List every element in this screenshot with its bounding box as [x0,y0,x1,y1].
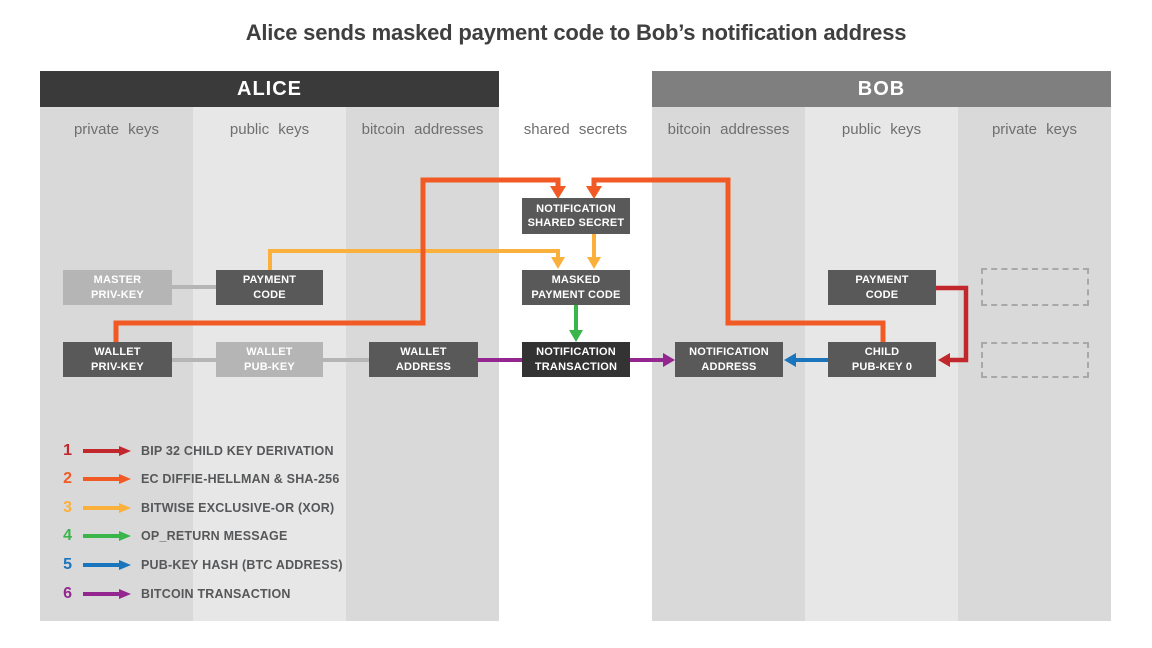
arrow-tx-head [663,353,675,367]
legend-label-1: BIP 32 CHILD KEY DERIVATION [141,444,334,458]
box-bob-hidden-priv-key-1 [981,268,1089,306]
box-masked-payment-code: MASKED PAYMENT CODE [522,270,630,305]
legend-number-3: 3 [63,499,72,516]
legend-number-1: 1 [63,442,72,459]
box-notification-address: NOTIFICATION ADDRESS [675,342,783,377]
arrow-pubkey-hash-head [784,353,796,367]
box-wallet-address: WALLET ADDRESS [369,342,478,377]
box-notification-transaction-line1: NOTIFICATION [536,346,616,359]
box-wallet-pub-key-line2: PUB-KEY [244,360,295,373]
shared-secrets-label: shared secrets [523,120,628,138]
bob-private-keys-label: private keys [991,120,1078,138]
box-notification-transaction: NOTIFICATION TRANSACTION [522,342,630,377]
alice-public-keys-label: public keys [229,120,310,138]
box-master-priv-key-line2: PRIV-KEY [91,288,144,301]
legend-arrow-yellow-icon [83,503,131,513]
arrow-bip32-head [938,353,950,367]
box-notification-shared-secret-line1: NOTIFICATION [536,202,616,215]
box-wallet-priv-key-line2: PRIV-KEY [91,360,144,373]
legend-number-6: 6 [63,585,72,602]
bob-header-label: BOB [857,77,906,100]
legend-item-ecdh: 2 EC DIFFIE-HELLMAN & SHA-256 [50,469,339,489]
alice-header-bar: ALICE [40,71,499,107]
legend-item-bip32: 1 BIP 32 CHILD KEY DERIVATION [50,441,334,461]
legend-label-2: EC DIFFIE-HELLMAN & SHA-256 [141,472,340,486]
box-wallet-pub-key: WALLET PUB-KEY [216,342,323,377]
box-alice-payment-code-line1: PAYMENT [242,274,297,287]
box-notification-shared-secret-line2: SHARED SECRET [527,217,625,229]
legend-arrow-purple-icon [83,589,131,599]
box-bob-hidden-priv-key-2 [981,342,1089,378]
arrow-ecdh-from-child-pubkey-head [586,186,602,199]
box-child-pub-key-0: CHILD PUB-KEY 0 [828,342,936,377]
box-notification-address-line2: ADDRESS [701,360,757,373]
alice-private-keys-label: private keys [73,120,160,138]
box-child-pub-key-0-line1: CHILD [864,346,900,359]
bob-private-keys-column [958,107,1111,621]
arrow-xor-from-alice-payment-code [268,249,560,270]
legend-arrow-green-icon [83,531,131,541]
legend-number-4: 4 [63,527,72,544]
legend-item-xor: 3 BITWISE EXCLUSIVE-OR (XOR) [50,498,334,518]
bob-bitcoin-addresses-label: bitcoin addresses [667,120,790,138]
arrow-xor-from-alice-payment-code-head [551,257,565,269]
legend-arrow-red-icon [83,446,131,456]
box-bob-payment-code-line2: CODE [865,288,899,301]
box-wallet-priv-key: WALLET PRIV-KEY [63,342,172,377]
arrow-ecdh-from-child-pubkey [591,177,886,342]
legend-item-opreturn: 4 OP_RETURN MESSAGE [50,526,287,546]
arrow-ecdh-from-wallet-privkey [113,177,561,342]
box-notification-shared-secret: NOTIFICATION SHARED SECRET [522,198,630,234]
legend-number-2: 2 [63,470,72,487]
bob-header-bar: BOB [652,71,1111,107]
alice-header-label: ALICE [237,77,302,100]
arrow-xor-from-shared-secret-head [587,257,601,269]
arrow-ecdh-from-wallet-privkey-head [550,186,566,199]
arrow-opreturn-head [569,330,583,342]
legend-number-5: 5 [63,556,72,573]
box-masked-payment-code-line2: PAYMENT CODE [531,288,621,301]
box-masked-payment-code-line1: MASKED [551,274,601,287]
box-master-priv-key-line1: MASTER [93,274,142,287]
legend-item-bitcoin-tx: 6 BITCOIN TRANSACTION [50,584,291,604]
box-wallet-address-line1: WALLET [400,346,447,359]
box-master-priv-key: MASTER PRIV-KEY [63,270,172,305]
box-wallet-priv-key-line1: WALLET [94,346,141,359]
legend-arrow-orange-icon [83,474,131,484]
diagram-title: Alice sends masked payment code to Bob’s… [245,20,907,45]
box-wallet-pub-key-line1: WALLET [246,346,293,359]
box-alice-payment-code-line2: CODE [253,288,286,301]
box-bob-payment-code-line1: PAYMENT [855,274,909,287]
alice-bitcoin-addresses-label: bitcoin addresses [361,120,484,138]
box-child-pub-key-0-line2: PUB-KEY 0 [851,360,913,373]
box-alice-payment-code: PAYMENT CODE [216,270,323,305]
box-notification-address-line1: NOTIFICATION [689,346,769,359]
arrow-bip32-payment-code-to-child-pubkey [936,285,969,363]
legend-label-4: OP_RETURN MESSAGE [141,529,288,543]
box-wallet-address-line2: ADDRESS [395,360,452,373]
legend-label-5: PUB-KEY HASH (BTC ADDRESS) [141,558,343,572]
legend-arrow-blue-icon [83,560,131,570]
box-bob-payment-code: PAYMENT CODE [828,270,936,305]
legend-item-pubkey-hash: 5 PUB-KEY HASH (BTC ADDRESS) [50,555,343,575]
box-notification-transaction-line2: TRANSACTION [534,360,618,373]
bob-public-keys-label: public keys [841,120,922,138]
legend-label-6: BITCOIN TRANSACTION [141,587,291,601]
legend-label-3: BITWISE EXCLUSIVE-OR (XOR) [141,501,335,515]
